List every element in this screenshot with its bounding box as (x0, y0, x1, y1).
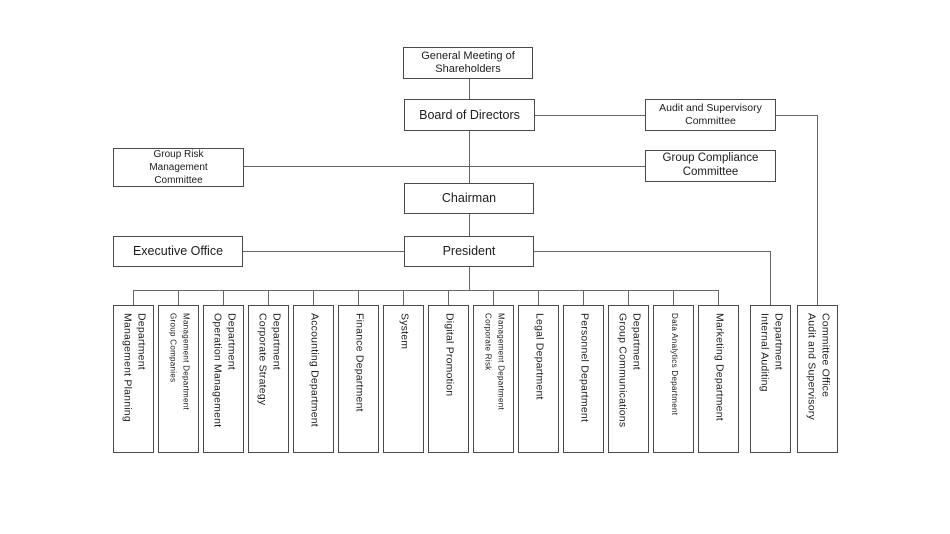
dept-operation-management: Operation Management Department (203, 305, 244, 453)
node-group-compliance-committee: Group Compliance Committee (645, 150, 776, 182)
node-executive-office: Executive Office (113, 236, 243, 267)
dept-internal-auditing-label: Internal Auditing Department (758, 313, 785, 392)
dept-personnel: Personnel Department (563, 305, 604, 453)
dept-marketing: Marketing Department (698, 305, 739, 453)
node-general-meeting-label: General Meeting of Shareholders (421, 49, 515, 75)
node-executive-office-label: Executive Office (132, 244, 224, 258)
dept-operation-management-label: Operation Management Department (211, 313, 238, 428)
dept-group-companies-management-label: Group Companies Management Department (168, 313, 191, 411)
dept-management-planning-label: Management Planning Department (121, 313, 148, 422)
node-audit-supervisory-committee: Audit and Supervisory Committee (645, 99, 776, 131)
dept-finance-label: Finance Department (353, 313, 366, 412)
dept-finance: Finance Department (338, 305, 379, 453)
dept-marketing-label: Marketing Department (713, 313, 726, 421)
dept-internal-auditing: Internal Auditing Department (750, 305, 791, 453)
node-board-of-directors-label: Board of Directors (419, 107, 520, 122)
dept-corporate-strategy-label: Corporate Strategy Department (256, 313, 283, 406)
dept-legal-label: Legal Department (533, 313, 546, 400)
dept-accounting: Accounting Department (293, 305, 334, 453)
dept-legal: Legal Department (518, 305, 559, 453)
dept-personnel-label: Personnel Department (578, 313, 591, 423)
dept-group-communications: Group Communications Department (608, 305, 649, 453)
dept-corporate-risk-management-label: Corporate Risk Management Department (483, 313, 506, 411)
node-group-risk-committee: Group Risk Management Committee (113, 148, 244, 187)
dept-digital-promotion: Digital Promotion (428, 305, 469, 453)
dept-corporate-risk-management: Corporate Risk Management Department (473, 305, 514, 453)
dept-data-analytics: Data Analytics Department (653, 305, 694, 453)
dept-corporate-strategy: Corporate Strategy Department (248, 305, 289, 453)
node-chairman-label: Chairman (441, 191, 497, 205)
dept-system-label: System (398, 313, 411, 350)
dept-group-communications-label: Group Communications Department (616, 313, 643, 428)
dept-system: System (383, 305, 424, 453)
dept-accounting-label: Accounting Department (308, 313, 321, 427)
node-general-meeting: General Meeting of Shareholders (403, 47, 533, 79)
dept-audit-supervisory-office: Audit and Supervisory Committee Office (797, 305, 838, 453)
node-president: President (404, 236, 534, 267)
dept-audit-supervisory-office-label: Audit and Supervisory Committee Office (805, 313, 832, 420)
dept-data-analytics-label: Data Analytics Department (669, 313, 679, 416)
node-chairman: Chairman (404, 183, 534, 214)
dept-group-companies-management: Group Companies Management Department (158, 305, 199, 453)
node-group-risk-committee-label: Group Risk Management Committee (149, 149, 208, 186)
node-audit-supervisory-committee-label: Audit and Supervisory Committee (659, 101, 762, 127)
node-president-label: President (442, 244, 496, 258)
node-board-of-directors: Board of Directors (404, 99, 535, 131)
dept-management-planning: Management Planning Department (113, 305, 154, 453)
node-group-compliance-committee-label: Group Compliance Committee (662, 152, 759, 178)
dept-digital-promotion-label: Digital Promotion (443, 313, 456, 397)
